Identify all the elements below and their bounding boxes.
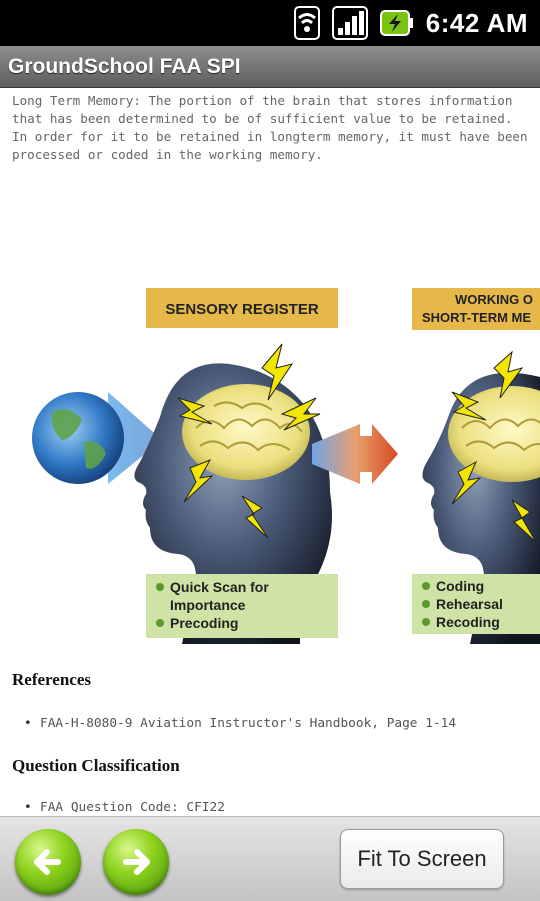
working-memory-title-1: WORKING O — [455, 292, 533, 307]
lightning-icon — [280, 397, 321, 431]
brain-2 — [448, 386, 540, 482]
fit-to-screen-button[interactable]: Fit To Screen — [340, 829, 504, 889]
working-memory-label-box — [412, 288, 540, 330]
lightning-icon — [261, 343, 294, 401]
wifi-icon — [293, 6, 320, 40]
lightning-icon — [493, 350, 524, 399]
back-button[interactable] — [15, 829, 81, 895]
working-item-1: Coding — [436, 578, 484, 594]
lightning-icon — [451, 391, 487, 421]
brain-1 — [182, 384, 310, 480]
battery-charging-icon — [379, 8, 414, 38]
references-heading: References — [12, 670, 91, 689]
clock: 6:42 AM — [425, 7, 528, 38]
signal-icon — [331, 6, 368, 40]
lightning-icon — [511, 499, 537, 543]
arrow-left-icon — [34, 849, 61, 875]
globe-icon — [32, 392, 124, 484]
classification-heading: Question Classification — [12, 756, 180, 775]
sensory-item-1: Quick Scan for — [170, 579, 269, 595]
sensory-register-label-box — [146, 288, 338, 328]
arrow-right-icon — [123, 849, 150, 875]
question-code: FAA Question Code: CFI22 — [24, 800, 225, 815]
intro-text: Long Term Memory: The portion of the bra… — [12, 93, 528, 162]
working-item-2: Rehearsal — [436, 596, 503, 612]
working-bullets-box — [412, 574, 540, 634]
lightning-icon — [177, 397, 213, 425]
forward-button[interactable] — [103, 829, 169, 895]
sensory-register-title: SENSORY REGISTER — [165, 301, 319, 318]
working-memory-title-2: SHORT-TERM ME — [422, 310, 531, 325]
reference-link[interactable]: FAA-H-8080-9 Aviation Instructor's Handb… — [24, 716, 456, 731]
bottom-toolbar: Fit To Screen — [0, 816, 540, 901]
status-bar: 6:42 AM — [0, 0, 540, 46]
lightning-icon — [451, 460, 482, 505]
sensory-item-2: Precoding — [170, 615, 238, 631]
question-content[interactable]: Long Term Memory: The portion of the bra… — [0, 88, 540, 816]
lightning-icon — [241, 495, 269, 539]
memory-diagram: SENSORY REGISTER WORKING O SHORT-TERM ME — [32, 288, 540, 644]
transfer-arrow — [312, 424, 398, 484]
sensory-bullets-box — [146, 574, 338, 638]
lightning-icon — [183, 459, 214, 503]
vision-beam — [108, 392, 162, 484]
app-title-bar: GroundSchool FAA SPI — [0, 46, 540, 88]
working-item-3: Recoding — [436, 614, 500, 630]
sensory-item-1b: Importance — [170, 597, 246, 613]
app-title: GroundSchool FAA SPI — [8, 54, 241, 78]
